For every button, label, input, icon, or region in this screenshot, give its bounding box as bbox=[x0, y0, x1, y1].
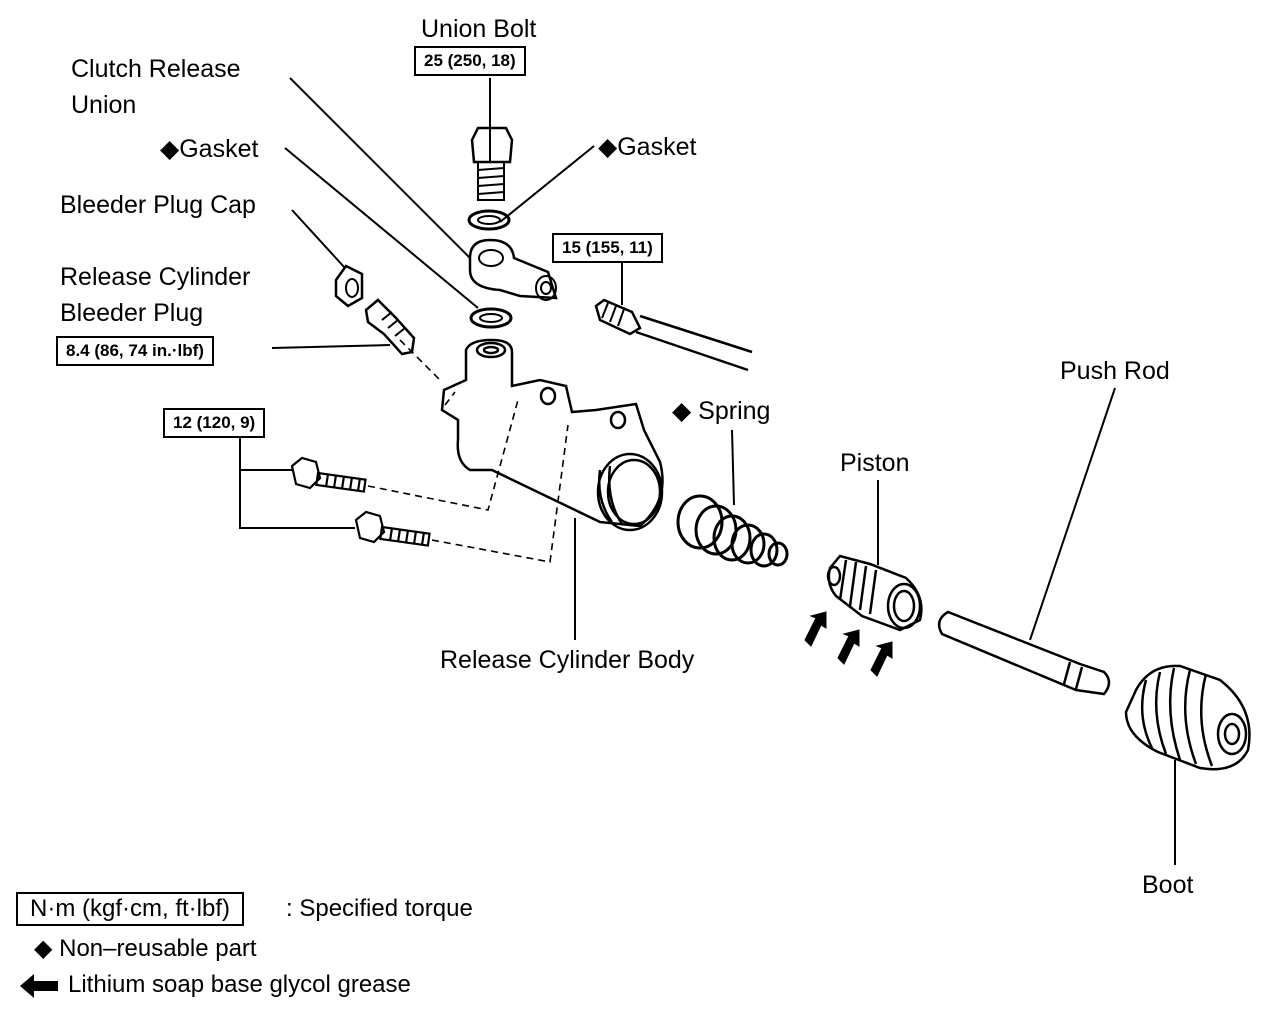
grease-arrows bbox=[804, 611, 893, 677]
mount-bolt-upper-shape bbox=[290, 456, 367, 493]
label-spring: ◆ Spring bbox=[672, 397, 771, 425]
piston-shape bbox=[826, 554, 923, 632]
mount-bolt-lower-shape bbox=[354, 510, 431, 547]
bleeder-plug-shape bbox=[364, 298, 416, 356]
gasket-lower-shape bbox=[469, 307, 513, 329]
spring-shape bbox=[676, 494, 789, 568]
boot-shape bbox=[1124, 664, 1251, 771]
label-union-bolt: Union Bolt bbox=[421, 15, 537, 43]
leader-bleeder-plug bbox=[271, 344, 391, 349]
label-release-cylinder-body: Release Cylinder Body bbox=[440, 646, 695, 674]
label-piston: Piston bbox=[840, 449, 910, 477]
push-rod-shape bbox=[937, 610, 1111, 696]
label-push-rod: Push Rod bbox=[1060, 357, 1170, 385]
clutch-union-shape bbox=[468, 238, 558, 301]
leader-clutch-union bbox=[289, 77, 471, 259]
union-bolt-shape bbox=[470, 126, 514, 201]
torque-line-fitting: 15 (155, 11) bbox=[552, 233, 663, 263]
torque-union-bolt: 25 (250, 18) bbox=[414, 46, 526, 76]
leader-bleeder-cap bbox=[291, 209, 346, 269]
label-clutch-release-union-2: Union bbox=[71, 91, 137, 119]
gasket-upper-shape bbox=[467, 209, 511, 231]
cylinder-body-shape bbox=[440, 338, 664, 532]
leader-gasket-left bbox=[284, 147, 479, 309]
torque-mount-bolts: 12 (120, 9) bbox=[163, 408, 266, 438]
torque-bleeder-plug: 8.4 (86, 74 in.·lbf) bbox=[56, 336, 214, 366]
grease-legend-arrow-icon bbox=[20, 974, 58, 998]
legend-torque-desc: : Specified torque bbox=[286, 895, 473, 922]
label-gasket-right: ◆Gasket bbox=[598, 133, 697, 161]
leader-spring bbox=[731, 429, 735, 506]
legend-torque-unit: N·m (kgf·cm, ft·lbf) bbox=[16, 892, 244, 926]
legend-grease: Lithium soap base glycol grease bbox=[68, 971, 411, 998]
label-clutch-release-union-1: Clutch Release bbox=[71, 55, 241, 83]
leader-bolt-bracket bbox=[239, 438, 355, 529]
leader-gasket-right bbox=[499, 145, 595, 223]
label-gasket-left: ◆Gasket bbox=[160, 135, 259, 163]
label-boot: Boot bbox=[1142, 871, 1194, 899]
label-release-cylinder-bleeder-plug-2: Bleeder Plug bbox=[60, 299, 204, 327]
label-release-cylinder-bleeder-plug-1: Release Cylinder bbox=[60, 263, 251, 291]
bleeder-cap-shape bbox=[334, 264, 364, 308]
leader-push-rod bbox=[1029, 387, 1116, 641]
legend-non-reusable: ◆ Non–reusable part bbox=[34, 935, 257, 962]
label-bleeder-plug-cap: Bleeder Plug Cap bbox=[60, 191, 256, 219]
line-fitting-shape bbox=[594, 298, 753, 372]
